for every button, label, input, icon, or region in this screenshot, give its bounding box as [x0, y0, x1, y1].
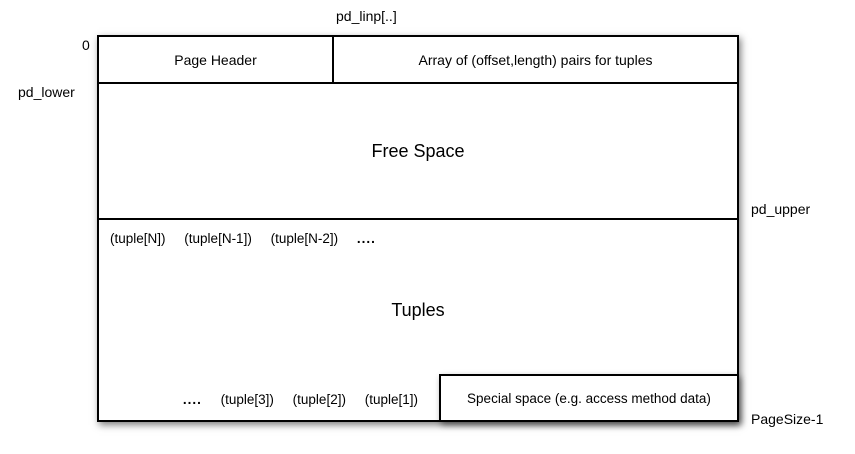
- tuples-title: Tuples: [391, 300, 445, 320]
- tuple-2-label: (tuple[2]): [292, 392, 346, 407]
- special-space-box: Special space (e.g. access method data): [439, 374, 739, 422]
- tuple-n-label: (tuple[N]): [110, 231, 166, 246]
- ellipsis: ....: [182, 392, 202, 407]
- header-row: Page Header Array of (offset,length) pai…: [99, 37, 737, 84]
- tuple-1-label: (tuple[1]): [364, 392, 418, 407]
- tuple-row-bottom: .... (tuple[3]) (tuple[2]) (tuple[1]): [183, 392, 418, 407]
- offset-zero-label: 0: [82, 37, 90, 53]
- pd-lower-label: pd_lower: [18, 84, 75, 100]
- free-space-region: Free Space: [99, 84, 737, 220]
- tuple-row-top: (tuple[N]) (tuple[N-1]) (tuple[N-2]) ...…: [110, 231, 376, 246]
- item-pointer-array-cell: Array of (offset,length) pairs for tuple…: [418, 51, 653, 68]
- ellipsis: ....: [356, 231, 376, 246]
- page-box: Page Header Array of (offset,length) pai…: [97, 35, 739, 422]
- tuple-n1-label: (tuple[N-1]): [184, 231, 252, 246]
- pd-upper-label: pd_upper: [751, 201, 811, 217]
- pagesize-label: PageSize-1: [751, 411, 824, 427]
- tuple-3-label: (tuple[3]): [220, 392, 274, 407]
- page-header-cell: Page Header: [99, 37, 334, 82]
- pd-linp-label: pd_linp[..]: [336, 8, 397, 24]
- tuple-n2-label: (tuple[N-2]): [270, 231, 339, 246]
- tuples-region: (tuple[N]) (tuple[N-1]) (tuple[N-2]) ...…: [99, 220, 739, 422]
